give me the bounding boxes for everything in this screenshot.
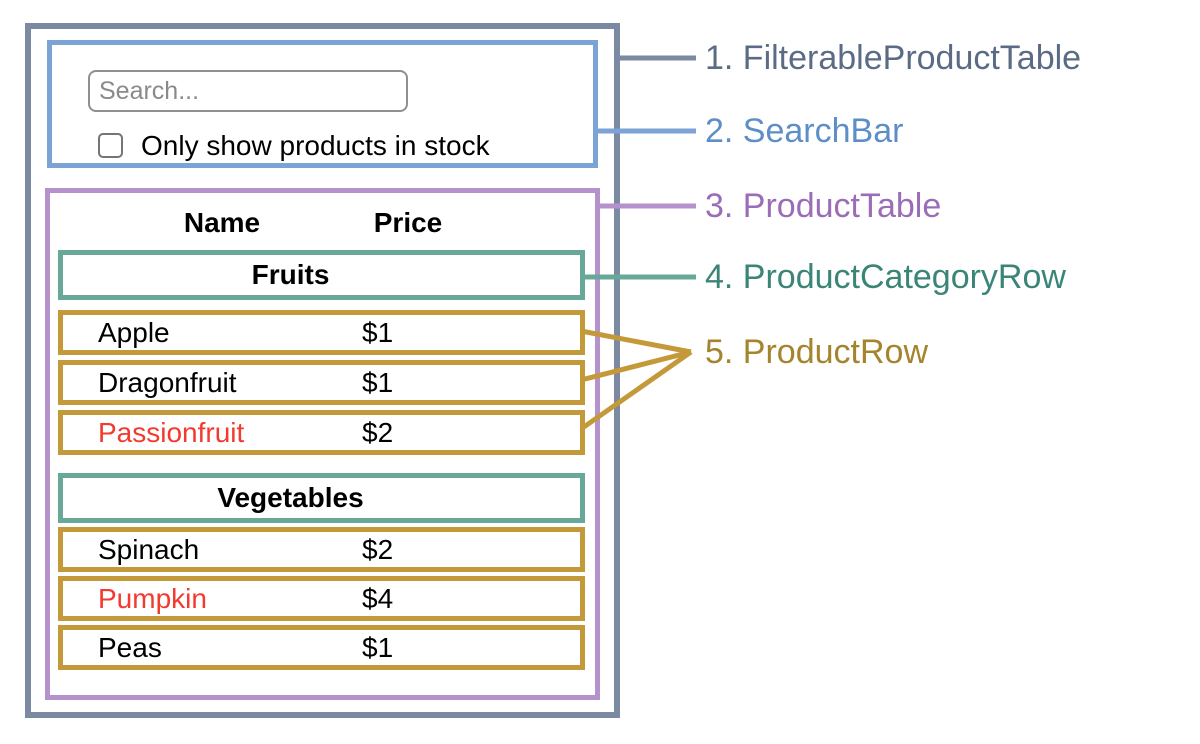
product-price: $2 [362,534,394,565]
column-header-price: Price [373,207,443,238]
product-name: Passionfruit [98,417,245,448]
category-row-fruits: Fruits [58,250,585,300]
product-row-pumpkin: Pumpkin $4 [58,576,585,621]
product-row-dragonfruit: Dragonfruit $1 [58,360,585,405]
product-price: $1 [362,367,394,398]
product-name: Peas [98,632,162,663]
product-price: $1 [362,632,394,663]
product-price: $2 [362,417,394,448]
in-stock-checkbox[interactable] [98,133,123,158]
legend-product-category-row: 4. ProductCategoryRow [705,258,1066,296]
in-stock-checkbox-label: Only show products in stock [141,130,490,161]
product-name: Pumpkin [98,583,207,614]
product-price: $4 [362,583,394,614]
product-table-outline [45,188,600,700]
legend-search-bar: 2. SearchBar [705,112,904,150]
product-row-apple: Apple $1 [58,310,585,355]
search-input[interactable] [88,70,408,112]
product-row-peas: Peas $1 [58,625,585,670]
search-bar-outline [47,40,598,168]
product-name: Dragonfruit [98,367,237,398]
category-row-vegetables: Vegetables [58,473,585,523]
product-price: $1 [362,317,394,348]
product-row-passionfruit: Passionfruit $2 [58,410,585,455]
legend-filterable-product-table: 1. FilterableProductTable [705,39,1082,77]
product-name: Apple [98,317,170,348]
legend-product-row: 5. ProductRow [705,333,928,371]
product-row-spinach: Spinach $2 [58,527,585,572]
legend-product-table: 3. ProductTable [705,187,942,225]
column-header-name: Name [183,207,261,238]
product-name: Spinach [98,534,200,565]
